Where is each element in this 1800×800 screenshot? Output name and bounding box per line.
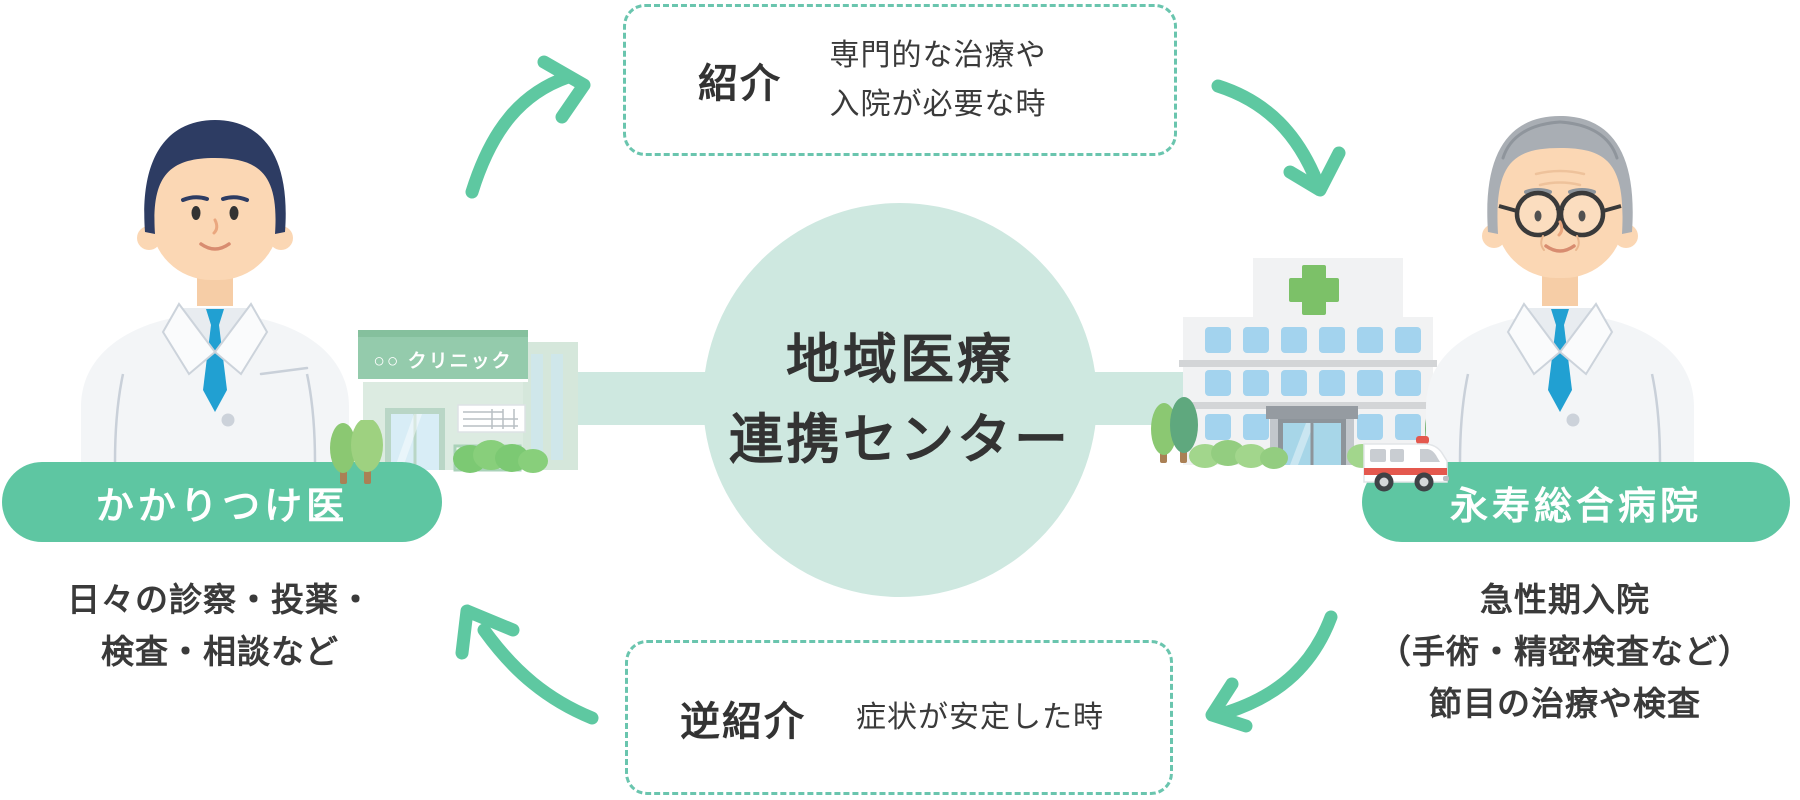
- hospital-pill-label: 永寿総合病院: [1449, 485, 1702, 528]
- clinic-building-illustration: ○○ クリニック: [358, 330, 578, 473]
- doctor-hair: [1487, 116, 1633, 234]
- hospital-caption: 急性期入院 （手術・精密検査など） 節目の治療や検査: [1378, 581, 1752, 722]
- reverse-referral-box: 逆紹介 症状が安定した時: [625, 640, 1173, 795]
- reverse-referral-box-label: 逆紹介: [680, 699, 806, 744]
- hospital-building-illustration: [1151, 258, 1475, 469]
- doctor-hair: [144, 120, 286, 234]
- referral-box-description: 専門的な治療や 入院が必要な時: [829, 39, 1047, 121]
- reverse-referral-arrow-to-clinic: [455, 604, 599, 725]
- center-title-line1: 地域医療: [786, 330, 1014, 390]
- family-doctor-caption: 日々の診察・投薬・ 検査・相談など: [67, 581, 373, 670]
- referral-box: 紹介 専門的な治療や 入院が必要な時: [623, 4, 1177, 156]
- hospital-pill: 永寿総合病院: [1362, 462, 1790, 542]
- family-doctor-pill-label: かかりつけ医: [95, 485, 349, 528]
- referral-arrow-to-hospital: [1211, 79, 1346, 197]
- center-title-line2: 連携センター: [729, 410, 1071, 470]
- young-doctor-illustration: [81, 120, 349, 462]
- medical-cross-icon: [1289, 265, 1339, 315]
- referral-arrow-from-clinic: [465, 55, 591, 199]
- connector-bar-left: [556, 372, 716, 425]
- referral-box-label: 紹介: [698, 62, 782, 106]
- ambulance-illustration: [1363, 436, 1449, 492]
- center-circle: 地域医療 連携センター: [703, 203, 1097, 597]
- reverse-referral-box-description: 症状が安定した時: [856, 701, 1104, 734]
- clinic-sign-text: ○○ クリニック: [373, 350, 512, 372]
- hospital-windows: [1205, 327, 1421, 440]
- reverse-referral-arrow-from-hospital: [1205, 610, 1338, 733]
- senior-doctor-illustration: [1426, 116, 1694, 462]
- glasses-icon: [1498, 190, 1622, 238]
- trees-illustration: [330, 420, 383, 484]
